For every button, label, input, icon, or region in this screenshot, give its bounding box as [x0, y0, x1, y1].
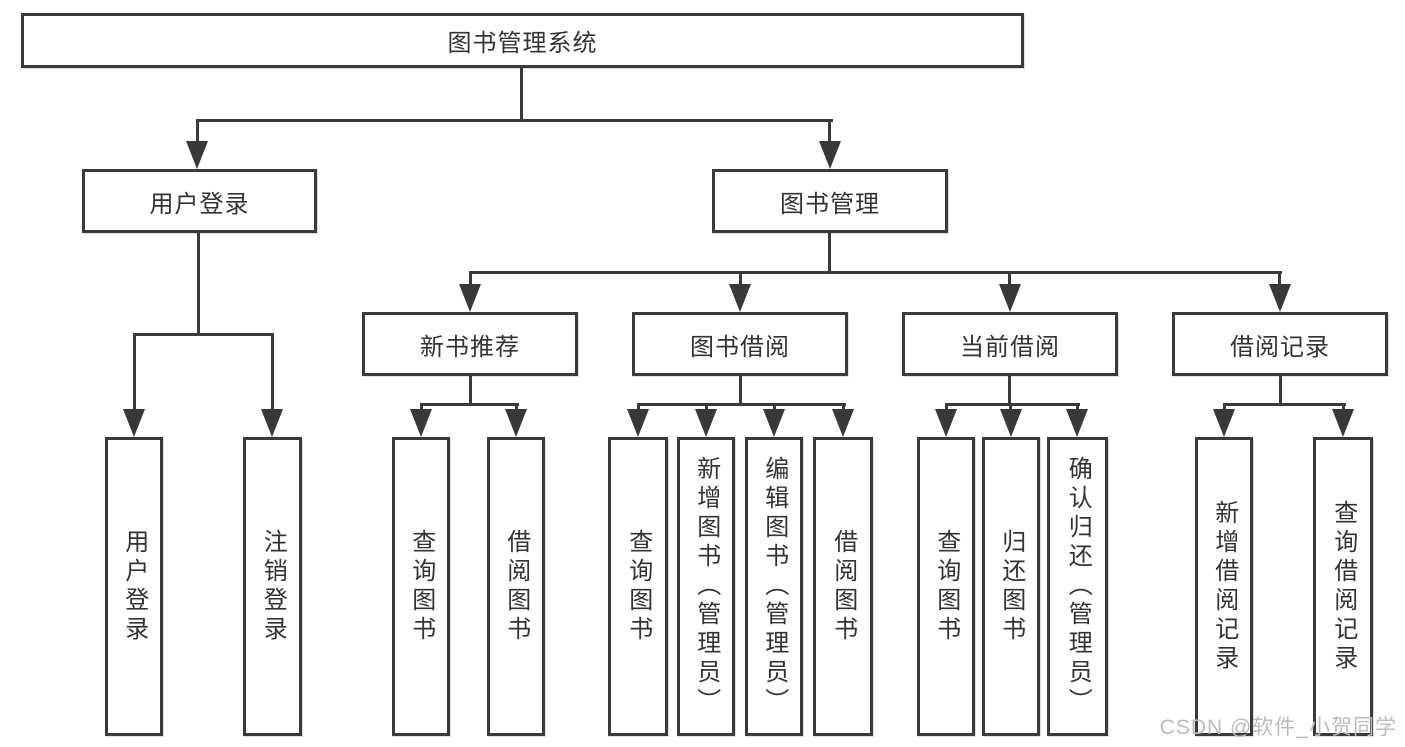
connector-borrow-books-recommend-stem	[515, 403, 518, 412]
arrow-to-new-book-recommend	[459, 284, 481, 312]
connector-user-login-down	[197, 233, 200, 335]
arrow-to-query-books-recommend	[410, 409, 432, 437]
leaf-confirm-return-admin-label: 确认归还（管理员）	[1064, 456, 1092, 717]
connector-user-login-stem	[196, 119, 199, 142]
connector-borrow-records-bar	[1223, 403, 1346, 406]
arrow-to-query-books-current	[935, 409, 957, 437]
arrow-to-borrow-records	[1269, 284, 1291, 312]
arrow-to-add-books	[695, 409, 717, 437]
leaf-query-books-current: 查询图书	[917, 437, 975, 736]
arrow-to-borrow-books-recommend	[505, 409, 527, 437]
connector-current-borrow-bar	[945, 403, 1080, 406]
connector-book-borrow-bar	[637, 403, 846, 406]
leaf-edit-books-admin: 编辑图书（管理员）	[745, 437, 803, 736]
leaf-logout-label: 注销登录	[259, 528, 287, 645]
leaf-add-books-admin: 新增图书（管理员）	[677, 437, 735, 736]
connector-query-books-borrow-stem	[637, 403, 640, 412]
node-user-login-label: 用户登录	[149, 190, 250, 218]
arrow-to-edit-books	[763, 409, 785, 437]
leaf-add-borrow-record: 新增借阅记录	[1195, 437, 1253, 736]
leaf-user-login: 用户登录	[105, 437, 163, 736]
leaf-logout: 注销登录	[243, 437, 302, 736]
leaf-borrow-books: 借阅图书	[813, 437, 873, 736]
connector-query-books-current-stem	[945, 403, 948, 412]
connector-edit-books-stem	[773, 403, 776, 412]
arrow-to-query-borrow-record	[1332, 409, 1354, 437]
arrow-to-book-borrow	[729, 284, 751, 312]
arrow-to-confirm-return	[1066, 409, 1088, 437]
connector-leaf-user-login-stem	[133, 333, 136, 411]
connector-level3-bar	[469, 271, 1282, 274]
arrow-to-add-borrow-record	[1213, 409, 1235, 437]
leaf-confirm-return-admin: 确认归还（管理员）	[1047, 437, 1108, 736]
node-current-borrow: 当前借阅	[902, 312, 1118, 376]
connector-borrow-books-stem	[842, 403, 845, 412]
connector-new-book-stem	[469, 271, 472, 287]
leaf-query-borrow-record-label: 查询借阅记录	[1329, 499, 1357, 674]
arrow-to-book-management	[819, 141, 841, 169]
connector-user-login-bar	[133, 333, 274, 336]
arrow-to-user-login	[186, 141, 208, 169]
leaf-add-borrow-record-label: 新增借阅记录	[1210, 499, 1238, 674]
arrow-to-query-books-borrow	[627, 409, 649, 437]
node-borrow-records: 借阅记录	[1172, 312, 1388, 376]
node-borrow-records-label: 借阅记录	[1230, 333, 1330, 361]
leaf-add-books-admin-label: 新增图书（管理员）	[692, 456, 720, 717]
node-book-borrow-label: 图书借阅	[690, 333, 790, 361]
leaf-edit-books-admin-label: 编辑图书（管理员）	[760, 456, 788, 717]
connector-current-borrow-stem	[1008, 271, 1011, 287]
connector-query-books-recommend-stem	[420, 403, 423, 412]
arrow-to-return-books	[1000, 409, 1022, 437]
connector-book-management-stem	[828, 119, 831, 142]
watermark: CSDN @软件_小贺同学	[1159, 716, 1397, 739]
connector-query-borrow-record-stem	[1342, 403, 1345, 412]
arrow-to-borrow-books	[832, 409, 854, 437]
leaf-borrow-books-label: 借阅图书	[829, 528, 857, 645]
connector-leaf-logout-stem	[271, 333, 274, 411]
connector-root-stem	[520, 68, 523, 121]
arrow-to-leaf-logout	[261, 409, 283, 437]
connector-new-book-bar	[420, 403, 519, 406]
connector-book-borrow-stem	[739, 271, 742, 287]
leaf-user-login-label: 用户登录	[120, 528, 148, 645]
leaf-query-books-borrow-label: 查询图书	[624, 528, 652, 645]
leaf-query-books-recommend-label: 查询图书	[407, 528, 435, 645]
connector-book-borrow-down	[739, 376, 742, 405]
leaf-borrow-books-recommend: 借阅图书	[487, 437, 545, 736]
node-book-management-label: 图书管理	[780, 190, 880, 218]
leaf-return-books-label: 归还图书	[997, 528, 1025, 645]
node-root-label: 图书管理系统	[447, 30, 598, 57]
node-book-borrow: 图书借阅	[632, 312, 848, 376]
leaf-query-books-recommend: 查询图书	[392, 437, 450, 736]
node-user-login: 用户登录	[82, 169, 317, 233]
connector-new-book-down	[469, 376, 472, 405]
connector-current-borrow-down	[1008, 376, 1011, 405]
connector-book-management-down	[828, 233, 831, 273]
connector-root-bar	[196, 119, 833, 122]
leaf-query-borrow-record: 查询借阅记录	[1313, 437, 1373, 736]
arrow-to-current-borrow	[999, 284, 1021, 312]
connector-borrow-records-down	[1279, 376, 1282, 405]
leaf-query-books-borrow: 查询图书	[608, 437, 668, 736]
node-root: 图书管理系统	[21, 13, 1024, 68]
node-new-book-recommend-label: 新书推荐	[420, 333, 520, 361]
node-new-book-recommend: 新书推荐	[362, 312, 578, 376]
connector-confirm-return-stem	[1076, 403, 1079, 412]
connector-add-books-stem	[705, 403, 708, 412]
leaf-return-books: 归还图书	[982, 437, 1040, 736]
node-book-management: 图书管理	[712, 169, 948, 233]
leaf-borrow-books-recommend-label: 借阅图书	[502, 528, 530, 645]
arrow-to-leaf-user-login	[123, 409, 145, 437]
node-current-borrow-label: 当前借阅	[960, 333, 1060, 361]
leaf-query-books-current-label: 查询图书	[932, 528, 960, 645]
connector-return-books-stem	[1009, 403, 1012, 412]
connector-add-borrow-record-stem	[1223, 403, 1226, 412]
connector-borrow-records-stem	[1278, 271, 1281, 287]
